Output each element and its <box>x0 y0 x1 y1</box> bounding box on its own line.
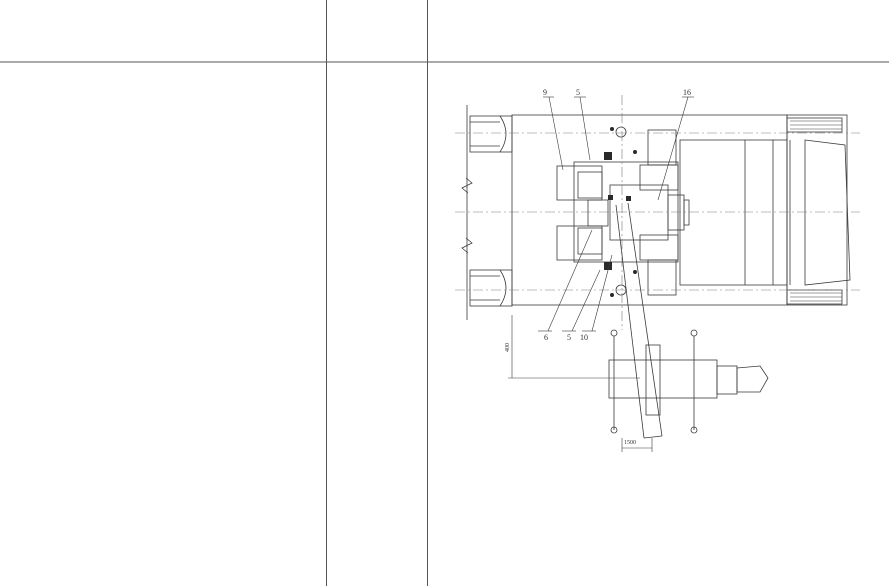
centerlines <box>455 95 860 330</box>
fittings <box>604 127 637 297</box>
track-teeth <box>790 120 842 302</box>
leader-lines <box>538 96 694 332</box>
inclined-boom <box>615 202 663 439</box>
carriage-body <box>679 139 788 286</box>
extension-assembly <box>608 329 769 434</box>
plan-view <box>455 95 860 452</box>
dimension-horizontal: 1500 <box>624 440 636 446</box>
dimensions <box>508 315 653 452</box>
left-beam-bottom <box>469 269 513 307</box>
callout-top-2: 5 <box>576 88 580 97</box>
main-frame <box>511 114 788 306</box>
callout-labels: 9 5 16 6 5 10 400 1500 <box>505 88 691 446</box>
callout-bottom-2: 5 <box>567 333 571 342</box>
callout-bottom-1: 6 <box>544 333 548 342</box>
block-9-bottom <box>556 225 603 261</box>
dimension-vertical: 400 <box>505 343 511 352</box>
right-track <box>786 114 851 306</box>
callout-top-1: 9 <box>543 88 547 97</box>
callout-bottom-3: 10 <box>580 333 588 342</box>
left-beam-top <box>469 115 513 153</box>
block-9-top <box>556 165 603 201</box>
callout-top-3: 16 <box>683 88 691 97</box>
